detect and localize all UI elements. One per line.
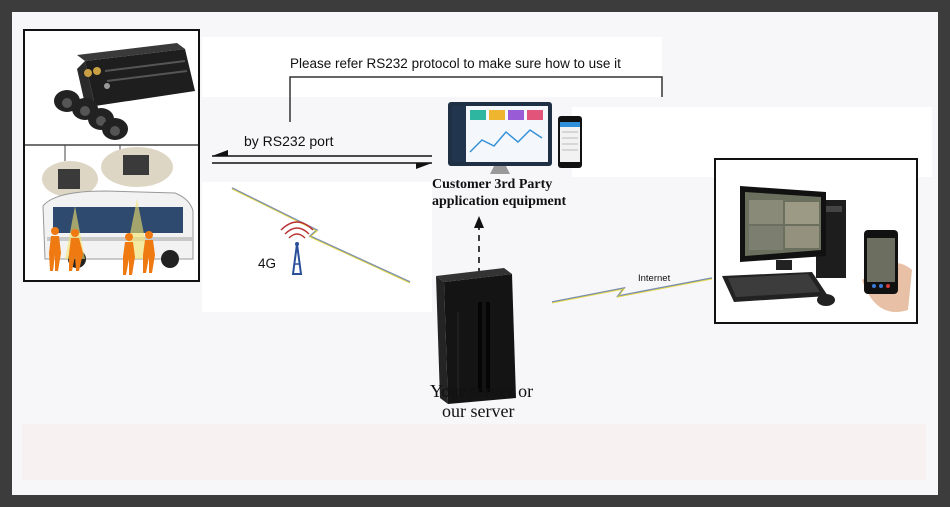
vehicle-equipment-box — [23, 29, 200, 282]
smartphone-icon — [862, 230, 912, 312]
third-party-label-line2: application equipment — [432, 194, 567, 209]
network-4g-label: 4G — [258, 256, 277, 271]
rs232-port-label: by RS232 port — [244, 133, 334, 149]
server-label-line1: Your server or — [430, 381, 534, 401]
dvr-icon — [77, 43, 195, 113]
diagram-canvas: Please refer RS232 protocol to make sure… — [12, 12, 938, 495]
passenger-figures — [49, 227, 155, 275]
monitor-icon — [740, 186, 826, 270]
dome-camera-icon — [54, 90, 128, 140]
connection-lines — [212, 76, 713, 404]
server-label-line2: our server — [442, 401, 515, 421]
antenna-tower-icon — [280, 221, 314, 275]
dashboard-monitor-icon — [448, 102, 552, 174]
vehicle-equipment-illustration — [25, 43, 198, 275]
bg-patch — [202, 37, 662, 97]
mouse-icon — [817, 294, 835, 306]
remote-client-box — [714, 158, 918, 324]
internet-label: Internet — [638, 273, 671, 284]
bottom-band — [22, 424, 926, 480]
third-party-label-line1: Customer 3rd Party — [432, 177, 553, 192]
rs232-protocol-note: Please refer RS232 protocol to make sure… — [290, 56, 621, 71]
smartphone-icon — [558, 116, 582, 168]
server-tower-icon — [436, 268, 516, 404]
keyboard-icon — [722, 272, 828, 302]
bg-patch — [202, 182, 432, 312]
remote-client-illustration — [722, 186, 912, 312]
